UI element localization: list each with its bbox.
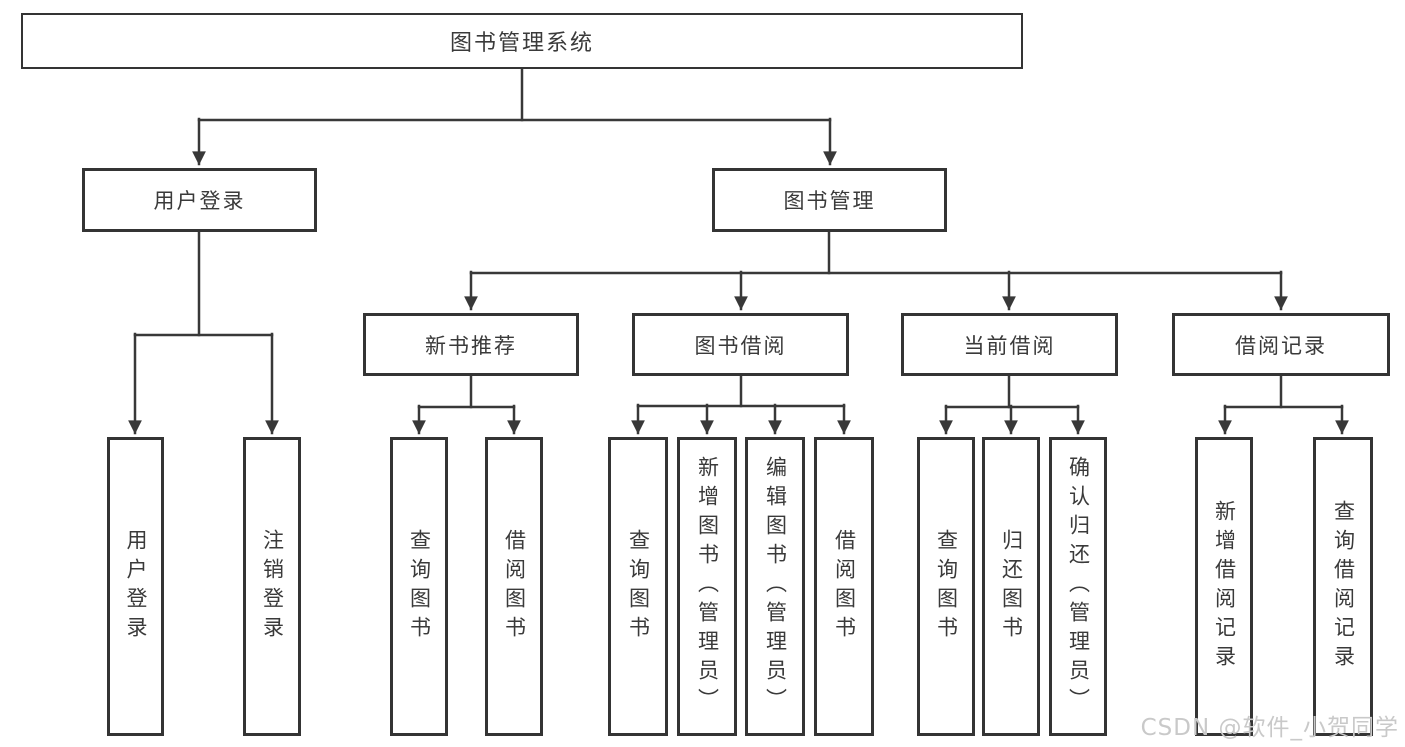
- node-bb-edit-books-admin: 编辑图书（管理员）: [745, 437, 805, 736]
- node-label: 借阅图书: [832, 528, 857, 645]
- node-label: 借阅图书: [502, 528, 527, 645]
- node-bb-borrow-books: 借阅图书: [814, 437, 874, 736]
- node-book-borrowing: 图书借阅: [632, 313, 849, 376]
- node-book-management: 图书管理: [712, 168, 947, 232]
- node-label: 查询借阅记录: [1331, 499, 1356, 674]
- node-label: 查询图书: [626, 528, 651, 645]
- node-cb-return-books: 归还图书: [982, 437, 1040, 736]
- node-label: 用户登录: [124, 528, 148, 645]
- node-user-login-leaf: 用户登录: [107, 437, 164, 736]
- node-label: 编辑图书（管理员）: [763, 456, 788, 717]
- node-br-add-record: 新增借阅记录: [1195, 437, 1253, 736]
- node-bb-add-books-admin: 新增图书（管理员）: [677, 437, 737, 736]
- node-label: 归还图书: [999, 528, 1024, 645]
- node-label: 查询图书: [407, 528, 432, 645]
- node-borrowing-records: 借阅记录: [1172, 313, 1390, 376]
- node-logout: 注销登录: [243, 437, 301, 736]
- node-label: 确认归还（管理员）: [1066, 456, 1091, 717]
- node-new-book-recommend: 新书推荐: [363, 313, 579, 376]
- node-user-login: 用户登录: [82, 168, 317, 232]
- node-cb-query-books: 查询图书: [917, 437, 975, 736]
- node-bb-query-books: 查询图书: [608, 437, 668, 736]
- node-label: 查询图书: [934, 528, 959, 645]
- node-nb-borrow-books: 借阅图书: [485, 437, 543, 736]
- node-label: 新增图书（管理员）: [695, 456, 720, 717]
- node-nb-query-books: 查询图书: [390, 437, 448, 736]
- node-cb-confirm-return-admin: 确认归还（管理员）: [1049, 437, 1107, 736]
- node-br-query-record: 查询借阅记录: [1313, 437, 1373, 736]
- node-current-borrowing: 当前借阅: [901, 313, 1118, 376]
- node-label: 新增借阅记录: [1212, 499, 1237, 674]
- node-label: 注销登录: [260, 528, 285, 645]
- node-root: 图书管理系统: [21, 13, 1023, 69]
- csdn-watermark: CSDN @软件_小贺同学: [1140, 715, 1399, 741]
